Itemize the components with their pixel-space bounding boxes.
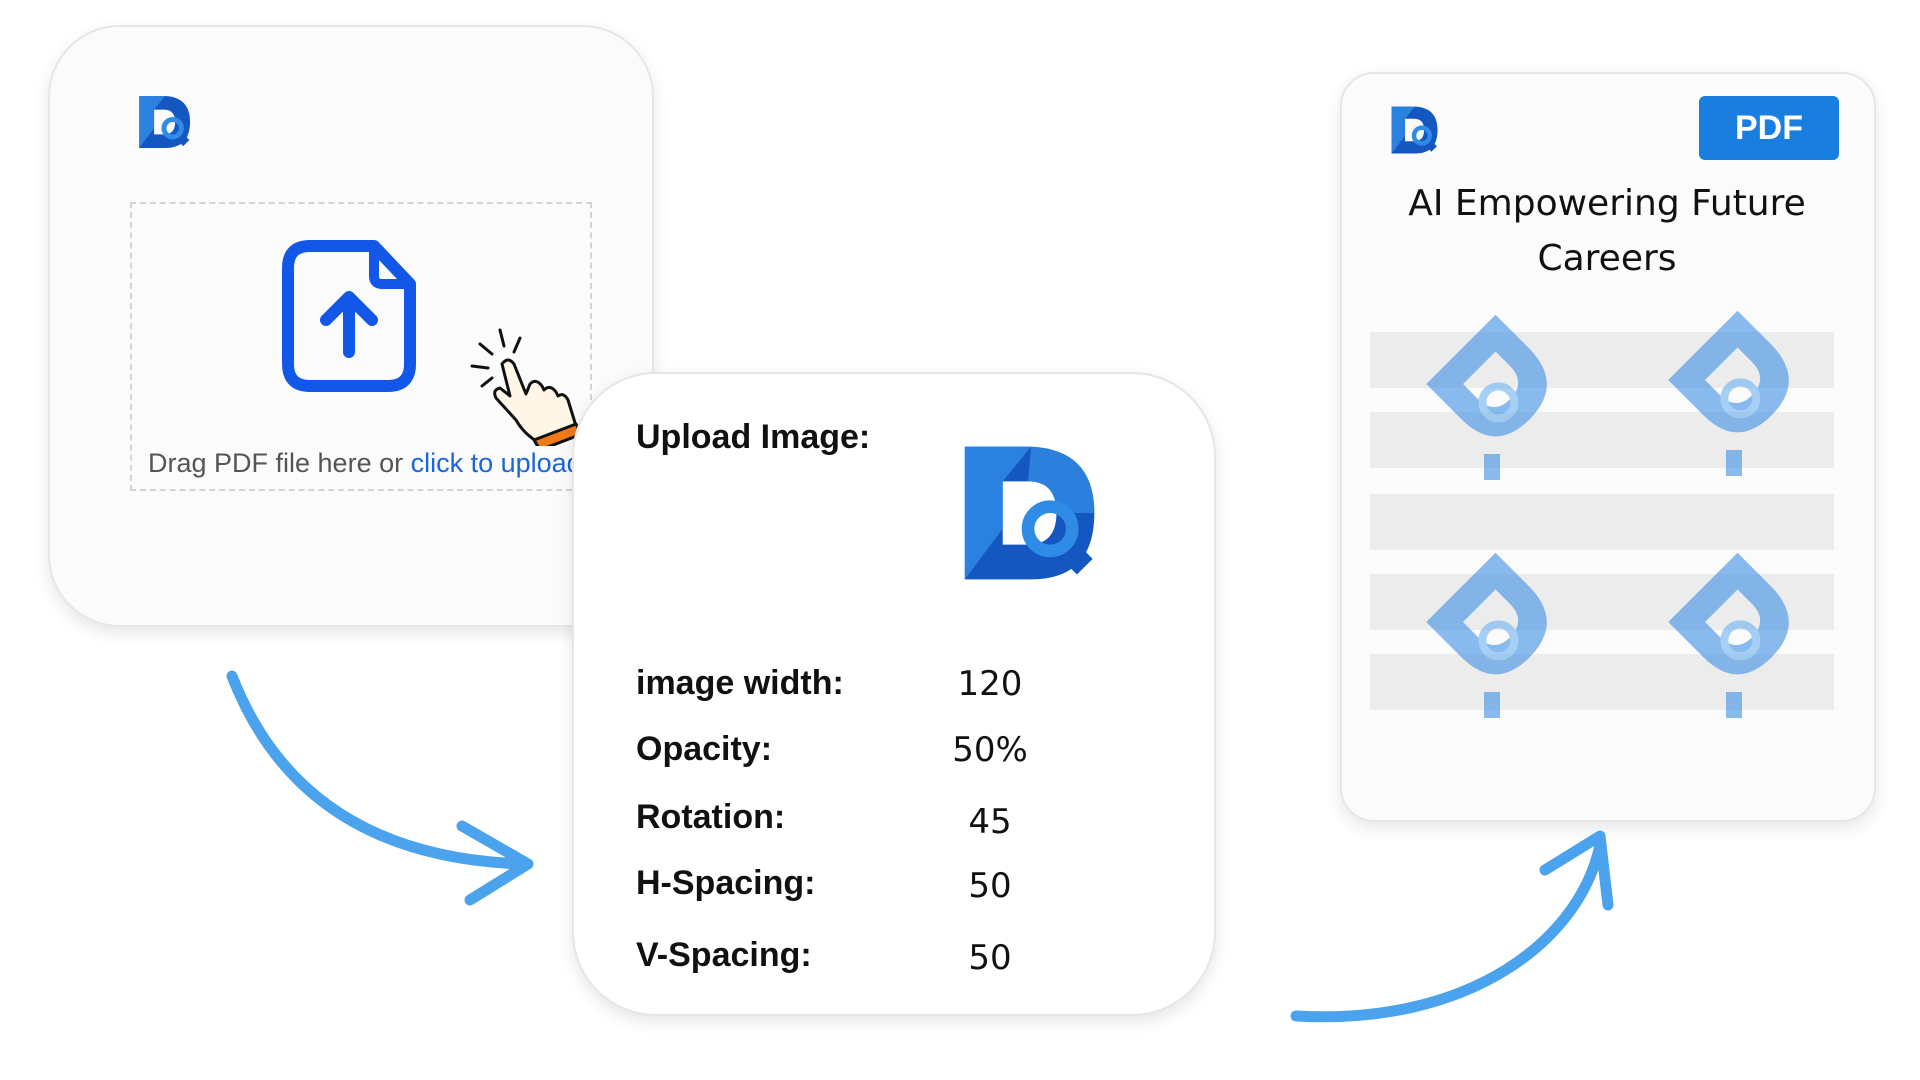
rotation-value[interactable]: 45 [968, 802, 1012, 842]
dropzone[interactable]: Drag PDF file here or click to upload [130, 202, 592, 491]
image-width-value[interactable]: 120 [957, 664, 1023, 704]
click-to-upload-link[interactable]: click to upload [410, 448, 582, 478]
watermark-settings-card: Upload Image: image width: 120 Opacity: … [572, 372, 1216, 1016]
file-upload-icon [282, 240, 416, 392]
pdf-preview-card: PDF AI Empowering Future Careers [1340, 72, 1876, 822]
rotation-label: Rotation: [636, 798, 786, 836]
upload-image-label: Upload Image: [636, 418, 871, 456]
flow-arrow-icon [226, 670, 534, 906]
watermark-logo-icon [1426, 314, 1547, 480]
v-spacing-label: V-Spacing: [636, 936, 812, 974]
h-spacing-value[interactable]: 50 [968, 866, 1012, 906]
watermark-logo-icon [1668, 310, 1789, 476]
watermark-logo-icon [1426, 552, 1547, 718]
uploaded-image-preview[interactable] [938, 434, 1118, 592]
dropzone-text: Drag PDF file here or [148, 448, 411, 478]
image-width-label: image width: [636, 664, 844, 702]
opacity-value[interactable]: 50% [952, 730, 1028, 770]
dropzone-instruction: Drag PDF file here or click to upload [148, 448, 582, 479]
hand-pointer-icon [470, 328, 584, 446]
flow-arrow-icon [1290, 830, 1614, 1023]
text-line-placeholder [1370, 494, 1834, 550]
v-spacing-value[interactable]: 50 [968, 938, 1012, 978]
watermark-logo-icon [1668, 552, 1789, 718]
h-spacing-label: H-Spacing: [636, 864, 816, 902]
pdf-badge: PDF [1699, 96, 1839, 160]
opacity-label: Opacity: [636, 730, 773, 768]
upload-card: Drag PDF file here or click to upload [48, 25, 654, 627]
logo-icon [139, 95, 191, 149]
document-title: AI Empowering Future Careers [1408, 183, 1806, 279]
logo-icon [1391, 106, 1438, 154]
